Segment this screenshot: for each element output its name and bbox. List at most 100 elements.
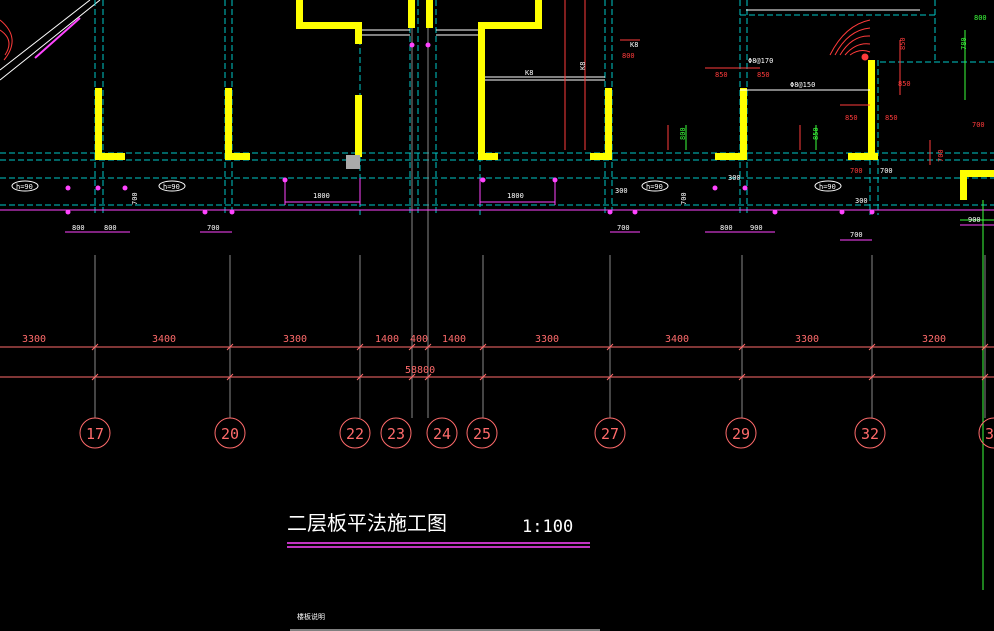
rebar-label: 800 [974,14,987,22]
axis-bubble-labels: 17 20 22 23 24 25 27 29 32 3 [86,425,994,443]
axis-spacing: 3400 [665,334,689,345]
rebar-label: 850 [715,71,728,79]
dimension-tick [226,343,234,351]
rebar-label: 850 [757,71,770,79]
detail-dim: 700 [680,192,688,205]
dimension-ticks [91,343,989,381]
axis-spacing: 3300 [535,334,559,345]
dimension-tick [738,343,746,351]
axis-bubble [725,417,757,449]
detail-dim: 700 [850,231,863,239]
detail-dim: 1800 [507,192,524,200]
detail-dim: 300 [855,197,868,205]
axis-label: 25 [473,425,491,443]
dimension-tick [91,343,99,351]
rebar-label: 700 [972,121,985,129]
dimension-tick [226,373,234,381]
rebar-label: 850 [899,37,907,50]
axis-bubble [426,417,458,449]
rebar-label: 700 [880,167,893,175]
dimension-tick [479,343,487,351]
dimension-tick [981,373,989,381]
axis-bubble [978,417,994,449]
slab-thickness-label: h=90 [646,183,663,191]
dimension-tick [479,373,487,381]
dimension-tick [424,343,432,351]
detail-dim: 900 [968,216,981,224]
rebar-label: 850 [885,114,898,122]
axis-label: 32 [861,425,879,443]
axis-label: 22 [346,425,364,443]
axis-spacing: 400 [410,334,428,345]
stair-spiral [829,19,871,61]
axis-bubble [380,417,412,449]
detail-dim: 700 [207,224,220,232]
detail-dim: 800 [104,224,117,232]
slab-note-heading: 楼板说明 [297,612,325,621]
axis-bubble [466,417,498,449]
detail-dim: 800 [72,224,85,232]
dimension-tick [738,373,746,381]
axis-spacing: 3300 [283,334,307,345]
rebar-label: 780 [960,37,968,50]
stair-annotation [0,0,101,81]
axis-label: 3 [985,425,994,443]
detail-dim: 800 [720,224,733,232]
axis-label: 29 [732,425,750,443]
axis-bubble [594,417,626,449]
axis-spacing: 3400 [152,334,176,345]
axis-spacings: 3300 3400 3300 1400 400 1400 3300 3400 3… [22,334,946,376]
detail-dim: 300 [728,174,741,182]
axis-label: 17 [86,425,104,443]
axis-bubble [339,417,371,449]
axis-spacing: 3300 [22,334,46,345]
axis-reference-lines [94,0,986,418]
axis-label: 24 [433,425,451,443]
dimension-tick [868,343,876,351]
overall-dimension-lines [0,346,994,378]
axis-spacing: 3300 [795,334,819,345]
rebar-ticks [65,42,875,215]
slab-thickness-label: h=90 [163,183,180,191]
drawing-title: 二层板平法施工图 [287,511,447,535]
slab-mark: K8 [525,69,533,77]
drawing-scale: 1:100 [522,517,573,537]
detail-dim: 700 [617,224,630,232]
dimension-tick [408,373,416,381]
rebar-labels: Φ8@170 850 850 Φ8@150 850 850 850 800 80… [622,14,987,175]
rebar-label: Φ8@170 [748,57,773,65]
detail-dim: 1800 [313,192,330,200]
axis-label: 23 [387,425,405,443]
detail-dimensions: 800 800 700 1800 1800 700 800 900 700 90… [72,174,981,239]
slab-thickness-label: h=90 [16,183,33,191]
green-rebar-lines [685,30,994,590]
axis-bubble [214,417,246,449]
dimension-tick [408,343,416,351]
rebar-label: 850 [845,114,858,122]
dimension-tick [424,373,432,381]
dimension-tick [606,343,614,351]
axis-bubble [854,417,886,449]
slab-mark: K8 [630,41,638,49]
detail-dim: 700 [131,192,139,205]
axis-bubble [79,417,111,449]
title-block: 二层板平法施工图 1:100 楼板说明 [287,511,600,631]
dimension-tick [91,373,99,381]
detail-dim: 900 [750,224,763,232]
walls [95,0,994,200]
axis-spacing: 3200 [922,334,946,345]
detail-dimension-lines [0,178,994,241]
axis-label: 20 [221,425,239,443]
rebar-label: 800 [679,127,687,140]
axis-bubbles [79,417,994,449]
rebar-label: 700 [937,149,945,162]
axis-spacing: 1400 [442,334,466,345]
slab-thickness-label: h=90 [819,183,836,191]
dimension-tick [868,373,876,381]
slab-mark: K8 [579,62,587,70]
slab-labels: h=90 h=90 h=90 h=90 K8 K8 K8 [11,41,842,192]
rebar-label: Φ8@150 [790,81,815,89]
rebar-label: 800 [622,52,635,60]
